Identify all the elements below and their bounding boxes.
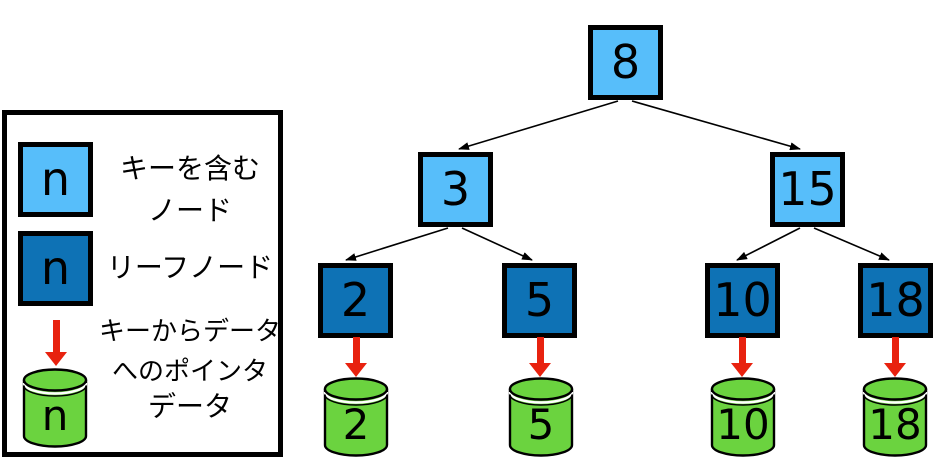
- edge-3-2: [345, 227, 449, 261]
- arrow-head: [529, 363, 551, 377]
- legend-key-node-symbol: n: [40, 151, 71, 206]
- arrow-shaft: [891, 337, 899, 363]
- pointer-arrow-18-icon: [884, 337, 906, 377]
- legend-pointer-label-line1: キーからデータ: [98, 317, 281, 347]
- cylinder-shape: [22, 368, 88, 448]
- edge-8-15: [631, 100, 801, 151]
- edge-15-18: [813, 227, 890, 261]
- legend-key-node-label: キーを含む ノード: [100, 148, 280, 232]
- arrow-shaft: [536, 337, 544, 363]
- legend-pointer-arrow-icon: [45, 320, 67, 366]
- node-value: 15: [778, 161, 837, 216]
- legend-key-node-label-line1: キーを含む: [119, 152, 260, 185]
- legend-box: n キーを含む ノード n リーフノード キーからデータ へのポインタ n: [2, 110, 283, 457]
- legend-pointer-label: キーからデータ へのポインタ: [95, 312, 285, 392]
- legend-key-node-label-line2: ノード: [147, 194, 232, 227]
- arrow-shaft: [52, 320, 60, 352]
- edge-15-10: [736, 227, 801, 261]
- legend-leaf-node-swatch: n: [18, 231, 93, 306]
- cylinder-shape: [710, 377, 776, 457]
- node-value: 2: [340, 272, 371, 327]
- tree-node-3: 3: [418, 152, 493, 227]
- legend-pointer-label-line2: へのポインタ: [111, 357, 268, 387]
- legend-key-node-swatch: n: [18, 142, 93, 217]
- tree-leaf-5: 5: [502, 263, 577, 338]
- node-value: 10: [713, 272, 772, 327]
- data-cylinder-10: 10: [710, 377, 776, 457]
- data-cylinder-2: 2: [323, 377, 389, 457]
- data-cylinder-5: 5: [508, 377, 574, 457]
- data-value: 2: [342, 400, 370, 449]
- tree-node-15: 15: [770, 152, 845, 227]
- node-value: 5: [524, 272, 555, 327]
- legend-leaf-node-symbol: n: [40, 240, 71, 295]
- node-value: 18: [866, 272, 925, 327]
- edge-3-5: [461, 227, 533, 261]
- legend-data-label: データ: [147, 390, 232, 423]
- legend-leaf-node-label: リーフノード: [106, 251, 274, 284]
- cylinder-shape: [323, 377, 389, 457]
- legend-data-cylinder: n: [22, 368, 88, 448]
- node-value: 3: [440, 161, 471, 216]
- data-value: 10: [716, 400, 770, 449]
- arrow-head: [884, 363, 906, 377]
- legend-data-symbol: n: [41, 391, 69, 440]
- tree-leaf-18: 18: [858, 263, 933, 338]
- pointer-arrow-5-icon: [529, 337, 551, 377]
- arrow-head: [345, 363, 367, 377]
- arrow-head: [731, 363, 753, 377]
- pointer-arrow-10-icon: [731, 337, 753, 377]
- tree-leaf-2: 2: [318, 263, 393, 338]
- cylinder-shape: [862, 377, 928, 457]
- edge-8-3: [458, 100, 619, 150]
- tree-leaf-10: 10: [705, 263, 780, 338]
- node-value: 8: [610, 34, 641, 89]
- data-value: 5: [527, 400, 555, 449]
- pointer-arrow-2-icon: [345, 337, 367, 377]
- arrow-shaft: [352, 337, 360, 363]
- data-cylinder-18: 18: [862, 377, 928, 457]
- tree-node-8: 8: [588, 25, 663, 100]
- cylinder-shape: [508, 377, 574, 457]
- arrow-shaft: [738, 337, 746, 363]
- data-value: 18: [868, 400, 922, 449]
- arrow-head: [45, 352, 67, 366]
